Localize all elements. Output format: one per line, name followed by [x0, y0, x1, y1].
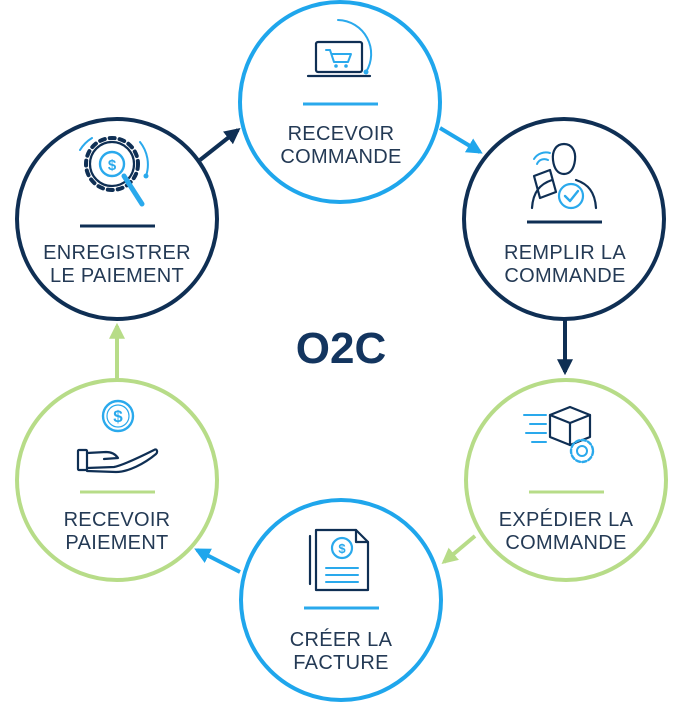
step-ring — [462, 117, 666, 321]
step-enregistrer-paiement: $ ENREGISTRER LE PAIEMENT — [15, 117, 219, 321]
step-label-line1: REMPLIR LA — [504, 242, 626, 264]
diagram-title: O2C — [296, 324, 386, 373]
hand-coin-icon: $ — [76, 399, 159, 474]
step-label-line2: LE PAIEMENT — [50, 265, 184, 287]
arrow-creer-facture-to-recevoir-paiement — [194, 548, 241, 574]
svg-text:$: $ — [338, 541, 346, 556]
step-ring — [464, 378, 668, 582]
step-label-line2: PAIEMENT — [65, 532, 168, 554]
laptop-cart-icon — [306, 19, 373, 78]
svg-text:$: $ — [108, 157, 117, 174]
step-label-line1: ENREGISTRER — [43, 242, 191, 264]
step-label-line2: COMMANDE — [505, 532, 626, 554]
step-creer-facture: $ CRÉER LA FACTURE — [239, 498, 443, 702]
step-label-line2: COMMANDE — [280, 146, 401, 168]
step-label-line1: RECEVOIR — [288, 123, 395, 145]
step-label-line1: EXPÉDIER LA — [499, 508, 634, 531]
step-label-line1: CRÉER LA — [290, 628, 393, 651]
connector-arrows — [109, 126, 573, 574]
step-ring — [15, 378, 219, 582]
step-recevoir-commande: RECEVOIR COMMANDE — [238, 0, 442, 204]
step-ring — [15, 117, 219, 321]
step-label-line2: FACTURE — [293, 652, 388, 674]
arrow-recevoir-commande-to-remplir — [438, 126, 483, 154]
person-tablet-check-icon — [530, 142, 598, 210]
step-remplir-commande: REMPLIR LA COMMANDE — [462, 117, 666, 321]
step-ring — [239, 498, 443, 702]
invoice-dollar-icon: $ — [308, 528, 370, 592]
step-ring — [238, 0, 442, 204]
arrow-enregistrer-to-recevoir-commande — [198, 128, 241, 162]
svg-text:$: $ — [113, 407, 123, 426]
arrow-expedier-to-creer-facture — [441, 534, 477, 565]
box-gear-icon — [523, 405, 595, 464]
step-expedier-commande: EXPÉDIER LA COMMANDE — [464, 378, 668, 582]
step-label-line2: COMMANDE — [504, 265, 625, 287]
step-label-line1: RECEVOIR — [64, 509, 171, 531]
step-recevoir-paiement: $ RECEVOIR PAIEMENT — [15, 378, 219, 582]
gear-magnifier-dollar-icon: $ — [79, 136, 149, 207]
